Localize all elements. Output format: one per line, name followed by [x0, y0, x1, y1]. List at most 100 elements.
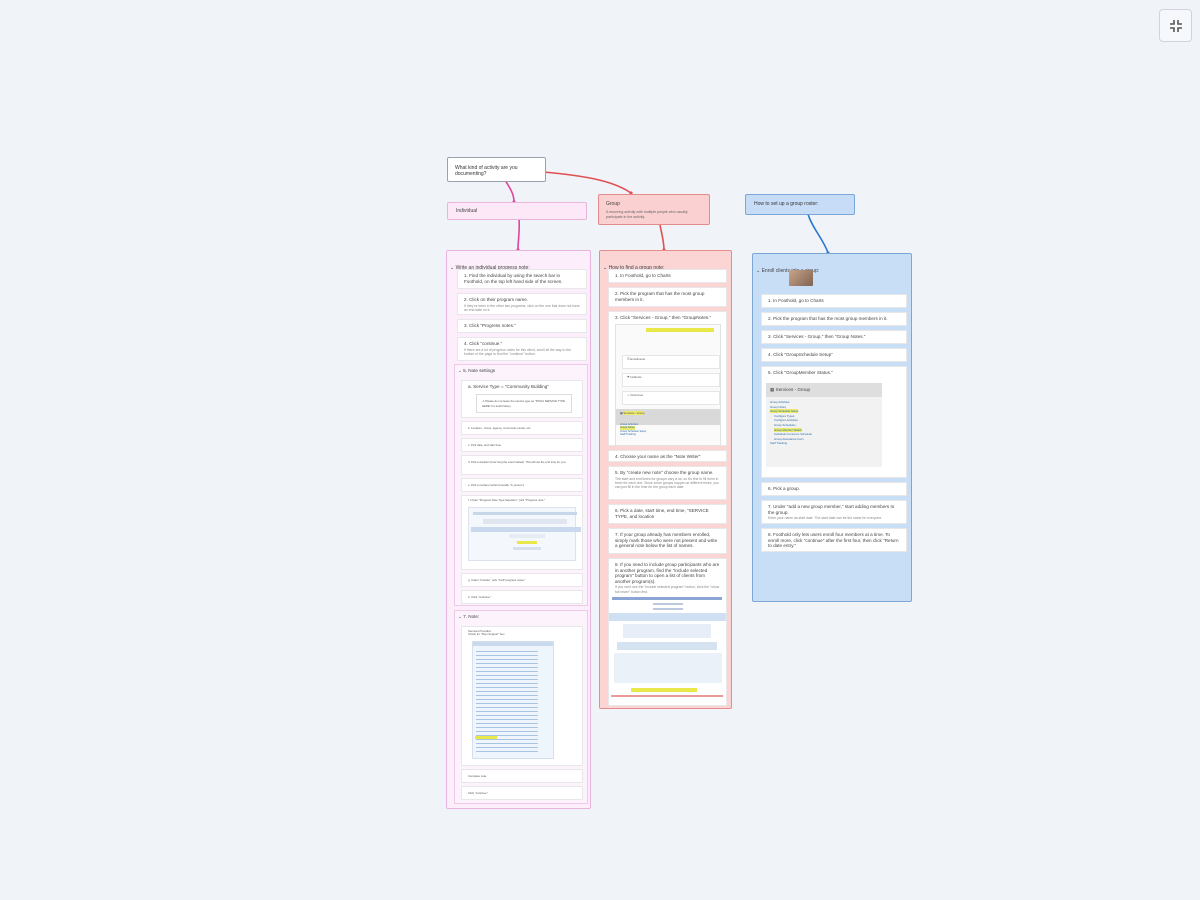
setting-text: f. Under "Progress Note Type Selection,"…	[468, 498, 546, 502]
menu-item: Group Schedules	[774, 422, 796, 427]
note-setting-d[interactable]: d. Pick a duration (how long the event l…	[461, 455, 583, 475]
services-group-menu-items: Group Activities Group Notes Group Sched…	[766, 397, 882, 449]
menu-item-services-group: ▦ Services - Group	[616, 409, 720, 425]
group-panel-title: How to find a group note:	[608, 265, 665, 271]
step-text: 8. Foothold only lets users enroll four …	[768, 532, 899, 549]
connector-root-individual	[504, 179, 515, 203]
group-step-2[interactable]: 2. Pick the program that has the most gr…	[608, 287, 727, 307]
group-step-3[interactable]: 3. Click "Services - Group," then "Group…	[608, 311, 727, 446]
note-setting-a-callout: ⚠ Please do not leave the service type a…	[476, 393, 572, 413]
individual-panel-title: Write an individual progress note:	[455, 265, 530, 271]
complete-note-text: Complete note.	[468, 774, 487, 778]
services-checklist-screenshot	[472, 640, 554, 759]
submenu-item: Staff Tracking	[620, 433, 636, 437]
group-step-1[interactable]: 1. In Foothold, go to Charts	[608, 269, 727, 283]
note-settings-header[interactable]: ⌄ 5. Note settings	[455, 365, 587, 377]
menu-heading-text: Services - Group	[775, 387, 811, 392]
individual-step-3[interactable]: 3. Click "Progress notes."	[457, 319, 587, 333]
setting-text: a. Service Type = "Community Building"	[468, 384, 549, 389]
menu-item: Group Schedule Setup	[770, 409, 799, 414]
menu-item: Staff Tracking	[770, 441, 788, 446]
outcomes-icon: ♨	[627, 393, 631, 397]
group-node-title: Group	[606, 201, 620, 207]
note-setting-h[interactable]: h. Click "continue."	[461, 590, 583, 604]
note-setting-f[interactable]: f. Under "Progress Note Type Selection,"…	[461, 495, 583, 570]
step-text: 2. Click on their program name.	[464, 297, 529, 302]
image-thumbnail[interactable]	[789, 270, 813, 286]
individual-step-4[interactable]: 4. Click "continue." If there are a lot …	[457, 337, 587, 361]
root-question-text: What kind of activity are you documentin…	[455, 165, 518, 177]
step-text: 5. By "create new note" choose the group…	[615, 470, 714, 475]
individual-step-2[interactable]: 2. Click on their program name. If they'…	[457, 293, 587, 315]
menu-item-label: Incidents	[630, 375, 642, 379]
flag-icon: ⚑	[627, 375, 631, 379]
complete-note-card[interactable]: Complete note.	[461, 769, 583, 783]
note-setting-e[interactable]: e. Pick a contact method (usually "in pe…	[461, 478, 583, 492]
progress-note-type-screenshot	[468, 507, 581, 562]
enroll-step-1[interactable]: 1. In Foothold, go to Charts	[761, 294, 907, 308]
menu-item: Group Activities	[770, 400, 790, 404]
enroll-step-8[interactable]: 8. Foothold only lets users enroll four …	[761, 528, 907, 552]
individual-step-1[interactable]: 1. Find the individual by using the sear…	[457, 269, 587, 289]
group-note-panel: ⌄ How to find a group note: 1. In Footho…	[599, 250, 732, 709]
grid-icon: ▦	[620, 411, 624, 415]
group-step-7[interactable]: 7. If your group already has members enr…	[608, 528, 727, 554]
note-group-header[interactable]: ⌄ 7. Note:	[455, 611, 587, 623]
setting-text: b. Location - home, agency, community ce…	[468, 426, 532, 430]
step-text: 6. Pick a date, start time, end time, "S…	[615, 508, 709, 519]
services-group-menu-heading: ▦ Services - Group	[766, 383, 882, 397]
individual-node[interactable]: Individual	[447, 202, 587, 220]
enroll-step-5[interactable]: 5. Click "GroupMember Status." ▦ Service…	[761, 366, 907, 478]
services-provided-label: Services Provided	[468, 629, 491, 633]
group-step-8[interactable]: 8. If you need to include group particip…	[608, 558, 727, 706]
group-step-4[interactable]: 4. Choose your name as the "Note Writer"	[608, 450, 727, 462]
note-setting-g[interactable]: g. Under "Include", pick "CAP progress n…	[461, 573, 583, 587]
click-continue-text: Click "continue."	[468, 791, 489, 795]
chevron-down-icon: ⌄	[458, 368, 464, 373]
step-text: 7. If your group already has members enr…	[615, 532, 718, 549]
step-text: 1. In Foothold, go to Charts	[768, 298, 824, 303]
group-step-6[interactable]: 6. Pick a date, start time, end time, "S…	[608, 504, 727, 524]
connector-group-panel	[659, 224, 665, 251]
step-text: 1. In Foothold, go to Charts	[615, 273, 671, 278]
step-text: 7. Under "add a new group member," start…	[768, 504, 895, 515]
note-group-title: 7. Note:	[463, 614, 480, 619]
connector-individual-panel	[517, 218, 521, 251]
step-note: Enter your name as start date. The start…	[768, 516, 883, 521]
exit-fullscreen-button[interactable]	[1159, 9, 1192, 42]
root-question-node[interactable]: What kind of activity are you documentin…	[447, 157, 546, 182]
submenu-item: Group Activities	[620, 423, 639, 426]
setting-note: Please do not leave the service type as …	[482, 398, 566, 409]
note-setting-b[interactable]: b. Location - home, agency, community ce…	[461, 421, 583, 435]
enroll-step-2[interactable]: 2. Pick the program that has the most gr…	[761, 312, 907, 326]
collapse-arrows-icon	[1169, 19, 1182, 32]
setting-text: g. Under "Include", pick "CAP progress n…	[468, 578, 526, 582]
step-text: 2. Pick the program that has the most gr…	[768, 316, 888, 321]
grid-icon: ▦	[770, 387, 776, 392]
menu-item: Group Attendance Form	[774, 436, 804, 441]
enroll-step-6[interactable]: 6. Pick a group.	[761, 482, 907, 496]
step-note: If you can't see the "include selected p…	[615, 585, 720, 594]
note-setting-c[interactable]: c. Pick date, and start time.	[461, 438, 583, 452]
note-setting-a[interactable]: a. Service Type = "Community Building" ⚠…	[461, 380, 583, 418]
menu-item-outcomes: ♨ Outcomes	[622, 391, 720, 405]
enroll-step-4[interactable]: 4. Click "GroupSchedule Setup"	[761, 348, 907, 362]
menu-item-label: Outcomes	[630, 393, 644, 397]
step-text: 3. Click "Services - Group," then "Group…	[768, 334, 866, 339]
group-setup-node[interactable]: How to set up a group roster:	[745, 194, 855, 215]
group-panel-header[interactable]: ⌄ How to find a group note:	[603, 256, 664, 274]
enroll-step-3[interactable]: 3. Click "Services - Group," then "Group…	[761, 330, 907, 344]
group-step-5[interactable]: 5. By "create new note" choose the group…	[608, 466, 727, 500]
menu-item-label: Enrollments	[630, 357, 646, 361]
step-text: 3. Click "Services - Group," then "Group…	[615, 315, 712, 320]
click-continue-card[interactable]: Click "continue."	[461, 786, 583, 800]
enroll-step-7[interactable]: 7. Under "add a new group member," start…	[761, 500, 907, 524]
group-roster-screenshot	[609, 595, 726, 703]
chevron-down-icon: ⌄	[458, 614, 464, 619]
step-text: 3. Click "Progress notes."	[464, 323, 516, 328]
individual-panel-header[interactable]: ⌄ Write an individual progress note:	[450, 256, 530, 274]
group-node[interactable]: Group A recurring activity with multiple…	[598, 194, 710, 225]
menu-item: Group Member Status	[774, 427, 802, 432]
services-provided-card[interactable]: Services Provided Check for "Peer Suppor…	[461, 626, 583, 766]
step-note: If they've been in the other two program…	[464, 303, 580, 312]
